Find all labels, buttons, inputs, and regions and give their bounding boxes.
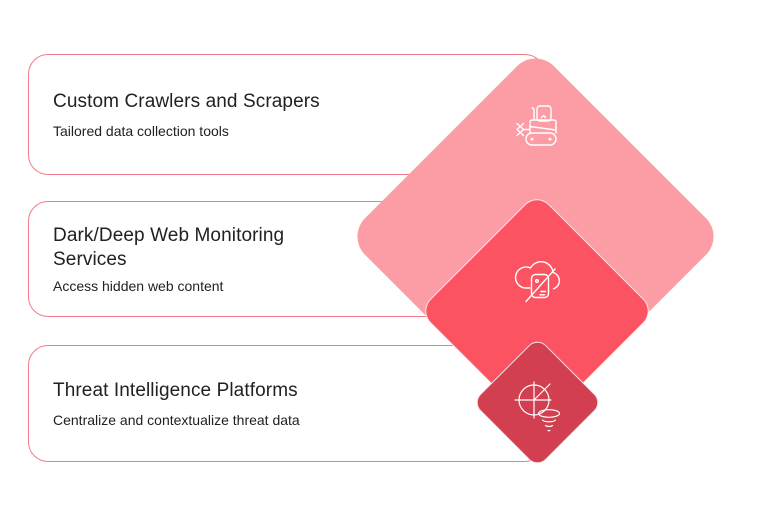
card-title: Custom Crawlers and Scrapers xyxy=(53,90,320,112)
pie-chart-funnel-icon xyxy=(510,378,566,434)
card-subtitle: Tailored data collection tools xyxy=(53,122,229,139)
card-title: Threat Intelligence Platforms xyxy=(53,379,298,401)
info-card-crawlers: Custom Crawlers and Scrapers Tailored da… xyxy=(28,54,545,175)
hidden-cloud-content-icon xyxy=(510,249,566,305)
info-card-threat-intel: Threat Intelligence Platforms Centralize… xyxy=(28,345,545,462)
bulldozer-crawler-icon xyxy=(510,96,566,152)
card-title: Dark/Deep Web Monitoring Services xyxy=(53,224,285,270)
card-subtitle: Access hidden web content xyxy=(53,277,224,294)
card-subtitle: Centralize and contextualize threat data xyxy=(53,411,300,428)
